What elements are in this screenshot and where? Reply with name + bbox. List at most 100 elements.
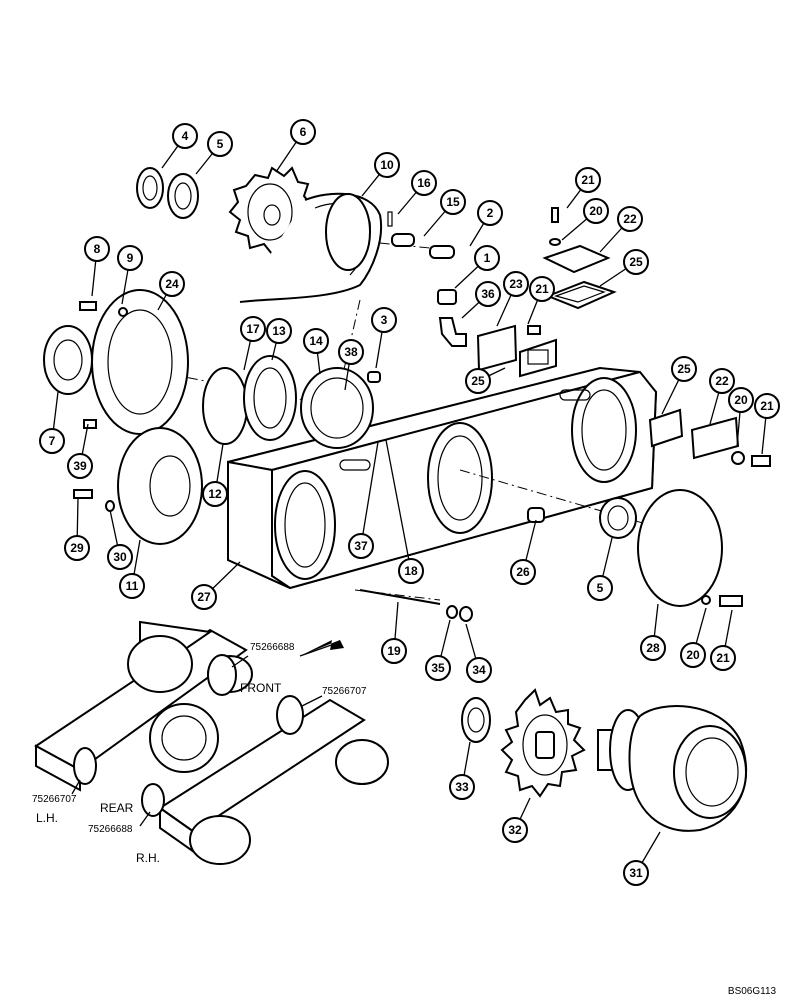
callout-21: 21	[566, 167, 601, 209]
callout-balloon	[510, 559, 536, 585]
callout-10: 10	[361, 152, 400, 197]
callout-number: 29	[70, 541, 84, 555]
callout-balloon	[587, 575, 613, 601]
callout-39: 39	[67, 423, 93, 479]
callout-balloon	[465, 368, 491, 394]
callout-balloon	[67, 453, 93, 479]
callout-balloon	[680, 642, 706, 668]
callout-balloon	[477, 200, 503, 226]
callout-17: 17	[240, 316, 266, 371]
callout-balloon	[617, 206, 643, 232]
callout-30: 30	[107, 509, 133, 570]
callout-25: 25	[661, 356, 697, 415]
callout-number: 25	[629, 255, 643, 269]
callout-balloon	[502, 817, 528, 843]
callout-balloon	[117, 245, 143, 271]
drawing-code: BS06G113	[728, 986, 777, 997]
callout-7: 7	[39, 391, 65, 454]
callout-number: 15	[446, 195, 460, 209]
callout-20: 20	[680, 607, 707, 668]
callout-20: 20	[728, 387, 754, 448]
callout-16: 16	[397, 170, 437, 215]
callout-number: 20	[686, 648, 700, 662]
callout-number: 21	[760, 399, 774, 413]
callout-leader	[360, 441, 379, 547]
callout-number: 18	[404, 564, 418, 578]
callout-number: 35	[431, 661, 445, 675]
lower-left-flange	[73, 419, 203, 545]
callout-number: 21	[581, 173, 595, 187]
callout-number: 8	[94, 242, 101, 256]
callout-2: 2	[469, 200, 503, 247]
callout-balloon	[503, 271, 529, 297]
callout-25: 25	[599, 249, 649, 287]
callout-21: 21	[754, 393, 780, 455]
callout-5: 5	[195, 131, 233, 175]
callout-22: 22	[599, 206, 643, 253]
callout-balloon	[529, 276, 555, 302]
elbow-fitting	[437, 289, 467, 347]
callout-35: 35	[425, 619, 451, 681]
callout-number: 27	[197, 590, 211, 604]
callout-number: 10	[380, 158, 394, 172]
callout-27: 27	[191, 561, 241, 610]
rear-label: REAR	[100, 801, 134, 815]
callout-number: 7	[49, 434, 56, 448]
callout-13: 13	[266, 318, 292, 361]
callout-number: 22	[715, 374, 729, 388]
callout-number: 37	[354, 539, 368, 553]
callout-balloon	[338, 339, 364, 365]
drive-chain	[239, 192, 383, 303]
callout-number: 38	[344, 345, 358, 359]
callout-balloon	[371, 307, 397, 333]
callout-4: 4	[161, 123, 198, 169]
callout-29: 29	[64, 497, 90, 561]
callout-number: 24	[165, 277, 179, 291]
callout-balloon	[671, 356, 697, 382]
callout-number: 22	[623, 212, 637, 226]
callout-balloon	[207, 131, 233, 157]
callout-21: 21	[527, 276, 555, 325]
inset-part-number-right: 75266707	[322, 686, 367, 697]
lower-sprocket	[500, 688, 586, 798]
right-cover-plates	[648, 408, 771, 467]
callout-number: 5	[597, 581, 604, 595]
callout-18: 18	[385, 439, 424, 584]
callout-number: 5	[217, 137, 224, 151]
callout-number: 9	[127, 251, 134, 265]
callout-number: 32	[508, 823, 522, 837]
callout-28: 28	[640, 603, 666, 661]
callout-20: 20	[561, 198, 609, 241]
callout-25: 25	[465, 367, 506, 394]
callout-balloon	[449, 774, 475, 800]
callout-balloon	[290, 119, 316, 145]
callout-balloon	[474, 245, 500, 271]
callout-5: 5	[587, 537, 613, 601]
cover-plates-upper	[542, 207, 617, 310]
callout-number: 21	[535, 282, 549, 296]
tie-rod	[359, 589, 473, 622]
callout-balloon	[202, 481, 228, 507]
callout-balloon	[623, 860, 649, 886]
callout-number: 33	[455, 780, 469, 794]
callout-balloon	[710, 645, 736, 671]
right-bearing-gasket	[527, 489, 743, 607]
callout-balloon	[623, 249, 649, 275]
callout-21: 21	[710, 609, 736, 671]
callout-balloon	[303, 328, 329, 354]
callout-number: 3	[381, 313, 388, 327]
callout-number: 13	[272, 324, 286, 338]
callout-number: 2	[487, 206, 494, 220]
callout-balloon	[754, 393, 780, 419]
callout-number: 19	[387, 644, 401, 658]
callout-number: 17	[246, 322, 260, 336]
callout-number: 31	[629, 866, 643, 880]
chain-case-housing	[227, 366, 658, 590]
callout-3: 3	[371, 307, 397, 369]
callout-number: 30	[113, 550, 127, 564]
callout-number: 25	[471, 374, 485, 388]
rh-label: R.H.	[136, 851, 160, 865]
callout-number: 1	[484, 251, 491, 265]
callout-balloon	[240, 316, 266, 342]
callout-number: 20	[734, 393, 748, 407]
